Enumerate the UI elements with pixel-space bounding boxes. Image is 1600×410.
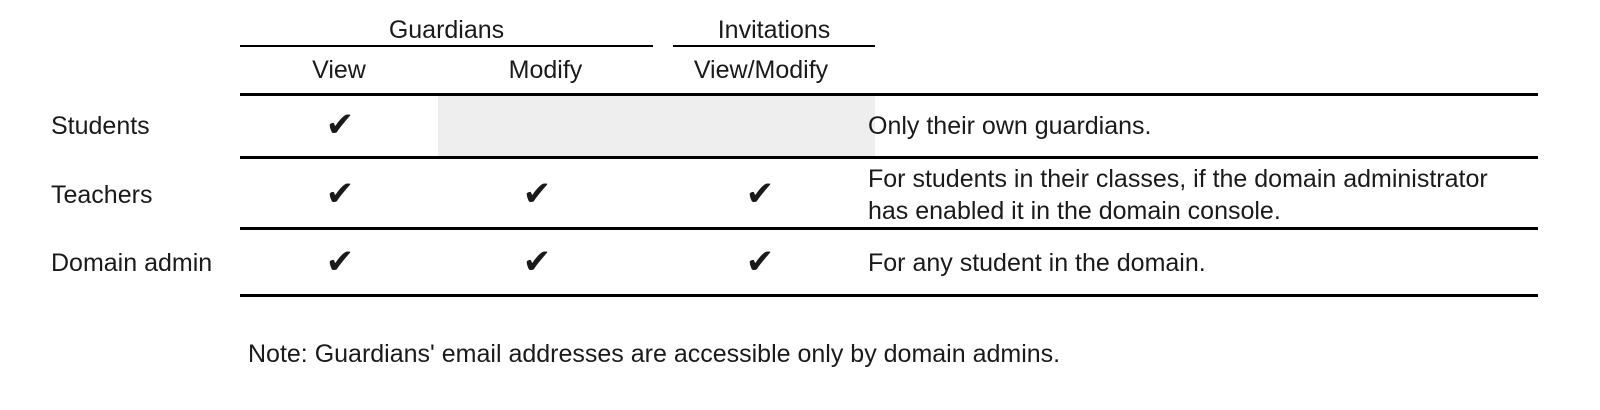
description-teachers: For students in their classes, if the do… <box>868 165 1488 225</box>
check-domain-admin-guardians-view: ✔ <box>325 242 355 282</box>
group-rule-invitations <box>673 45 875 47</box>
table-rule-bottom <box>240 294 1538 297</box>
check-teachers-guardians-modify: ✔ <box>522 174 552 214</box>
column-header-guardians-view: View <box>312 56 366 84</box>
row-label-teachers: Teachers <box>51 181 153 209</box>
table-rule-after-students <box>240 156 1538 159</box>
column-header-guardians-modify: Modify <box>508 56 583 84</box>
check-domain-admin-guardians-modify: ✔ <box>522 242 552 282</box>
column-group-invitations-label: Invitations <box>717 16 831 44</box>
check-teachers-invitations-view-modify: ✔ <box>745 174 775 214</box>
group-rule-guardians <box>240 45 653 47</box>
row-label-students: Students <box>51 112 150 140</box>
column-group-guardians-label: Guardians <box>388 16 505 44</box>
table-rule-after-teachers <box>240 227 1538 230</box>
description-students: Only their own guardians. <box>868 112 1152 140</box>
description-domain-admin: For any student in the domain. <box>868 249 1206 277</box>
shaded-cell-students-no-access <box>438 96 875 157</box>
check-teachers-guardians-view: ✔ <box>325 174 355 214</box>
check-students-guardians-view: ✔ <box>325 105 355 145</box>
row-label-domain-admin: Domain admin <box>51 249 213 277</box>
table-note: Note: Guardians' email addresses are acc… <box>248 340 1061 368</box>
table-rule-top <box>240 93 1538 96</box>
column-header-invitations-view-modify: View/Modify <box>693 56 829 84</box>
check-domain-admin-invitations-view-modify: ✔ <box>745 242 775 282</box>
